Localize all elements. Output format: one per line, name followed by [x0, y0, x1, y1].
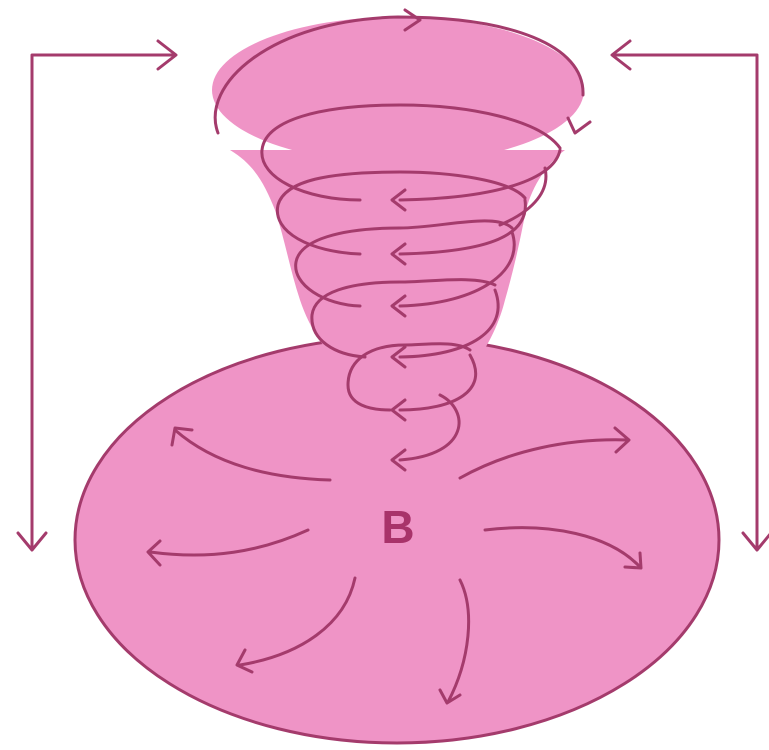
top-ellipse [212, 17, 584, 163]
center-label: B [381, 501, 414, 553]
top-ellipse-arrow-right [568, 118, 590, 133]
